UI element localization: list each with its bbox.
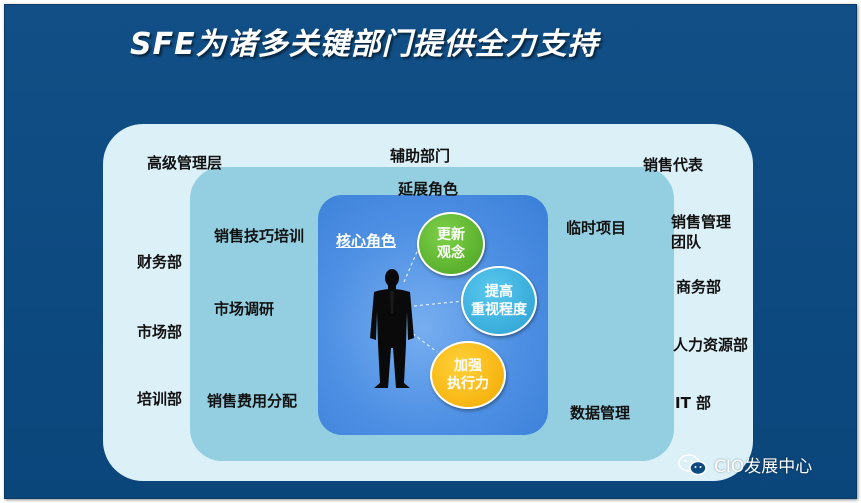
- core-role-label: 核心角色: [336, 232, 397, 250]
- outer-top-right-label: 销售代表: [643, 156, 704, 174]
- middle-left-label-3: 销售费用分配: [207, 392, 298, 410]
- businessman-silhouette-icon: [370, 269, 414, 388]
- watermark: CIO发展中心: [678, 452, 812, 477]
- bubble-2-line1: 提高: [485, 284, 513, 300]
- bubble-1-line2: 观念: [437, 245, 465, 261]
- bubble-update-mindset: 更新观念: [417, 212, 485, 276]
- middle-ring-title: 延展角色: [398, 180, 459, 198]
- middle-right-label-2: 数据管理: [570, 404, 631, 422]
- outer-right-label-1: 销售管理团队: [671, 213, 732, 251]
- outer-left-label-1: 财务部: [137, 253, 183, 271]
- bubble-3-line1: 加强: [454, 358, 482, 374]
- bubble-strengthen-execution: 加强执行力: [430, 341, 506, 409]
- slide-title: SFE为诸多关键部门提供全力支持: [130, 27, 599, 62]
- outer-right-label-3: 人力资源部: [673, 336, 749, 354]
- outer-top-center-label: 辅助部门: [390, 147, 451, 165]
- wechat-icon: [678, 453, 707, 475]
- outer-left-label-2: 市场部: [137, 323, 183, 341]
- bubble-3-line2: 执行力: [447, 376, 489, 392]
- bubble-raise-priority: 提高重视程度: [461, 266, 537, 336]
- outer-right-label-4: IT 部: [675, 394, 712, 412]
- middle-right-label-1: 临时项目: [566, 219, 627, 237]
- outer-right-label-2: 商务部: [676, 278, 722, 296]
- bubble-2-line2: 重视程度: [471, 302, 527, 318]
- outer-left-label-3: 培训部: [137, 390, 183, 408]
- middle-left-label-1: 销售技巧培训: [214, 227, 305, 245]
- watermark-text: CIO发展中心: [714, 457, 813, 477]
- bubble-1-line1: 更新: [437, 227, 465, 243]
- outer-top-left-label: 高级管理层: [147, 154, 223, 172]
- middle-left-label-2: 市场调研: [214, 300, 275, 318]
